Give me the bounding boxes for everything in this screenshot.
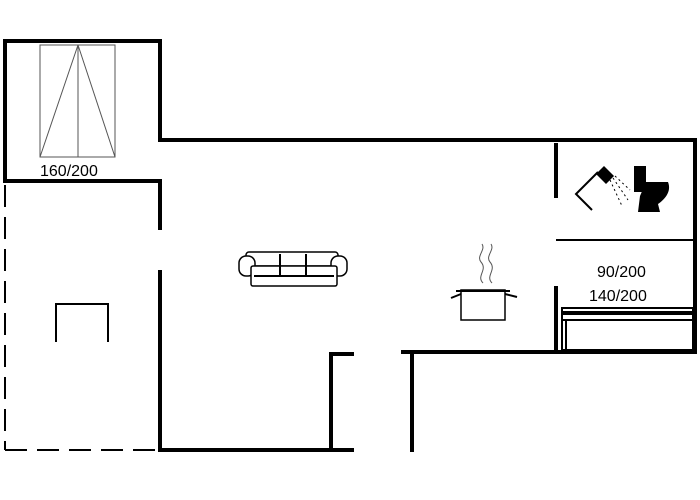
pot-body: [460, 289, 506, 321]
bed-double-label: 140/200: [589, 288, 647, 305]
toilet-tank: [634, 166, 646, 192]
shower-spray: [609, 175, 631, 207]
sofa-icon: [238, 251, 348, 287]
sofa-back: [245, 251, 339, 267]
shower-pipe: [574, 171, 599, 211]
toilet-icon: [634, 166, 670, 212]
bed-diagonal-1: [39, 44, 79, 158]
shower-icon: [574, 166, 631, 211]
spray-2: [612, 177, 629, 201]
steam-2: [488, 243, 493, 284]
spray-1: [609, 179, 623, 207]
bed-icon: [39, 44, 116, 158]
table-shape: [55, 303, 109, 342]
bedroom-bed-label: 160/200: [40, 163, 98, 180]
bed-icon-right: [561, 307, 694, 351]
bed-single-label: 90/200: [597, 264, 646, 281]
walls: [3, 39, 697, 452]
pot-handle-right: [504, 293, 518, 298]
toilet-bowl: [638, 182, 670, 212]
steam-1: [479, 243, 484, 284]
wall-bedroom-outline: [3, 39, 162, 183]
table-icon: [55, 303, 109, 342]
bed-right-frame: [561, 307, 694, 351]
pot-handle-left: [450, 293, 462, 299]
cooking-pot-icon: [450, 243, 518, 321]
bed-diagonal-2: [77, 44, 116, 158]
spray-3: [614, 175, 631, 191]
wall-entrance-right: [401, 350, 414, 452]
shower-head: [596, 166, 614, 184]
wall-entrance-left: [329, 352, 354, 452]
terrace-outline: [4, 185, 158, 451]
